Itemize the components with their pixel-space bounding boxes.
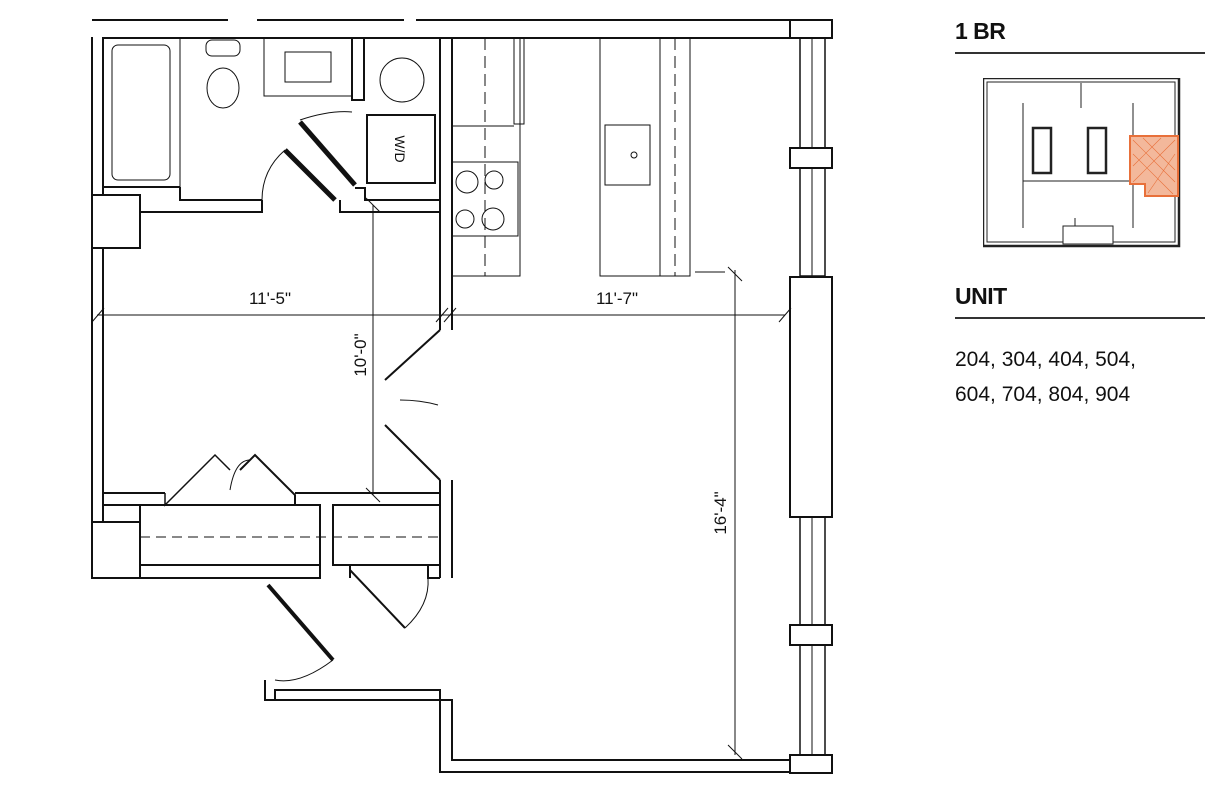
dim-bedroom-depth: 10'-0" [351,333,370,376]
unit-type-heading: 1 BR [955,18,1006,44]
divider [955,317,1205,319]
toilet [206,67,240,109]
dim-kitchen-width: 11'-7" [596,289,638,308]
laundry-closet: W/D [339,38,453,330]
bathtub [111,44,171,181]
unit-heading: UNIT [955,283,1007,309]
dimension-lines [91,197,792,760]
dim-living-width: 11'-5" [249,289,291,308]
dim-living-depth: 16'-4" [711,491,730,534]
window-wall [789,19,833,774]
entry [264,583,790,773]
bathroom [103,37,365,213]
island [599,37,691,277]
unit-numbers-line-2: 604, 704, 804, 904 [955,383,1131,406]
key-plan [983,78,1181,248]
kitchen [451,37,725,277]
unit-numbers-line-1: 204, 304, 404, 504, [955,348,1136,371]
unit-numbers: 204, 304, 404, 504, 604, 704, 804, 904 [955,342,1136,412]
floor-plan: W/D [91,19,833,774]
wd-label: W/D [392,135,408,162]
interior-walls [103,329,453,629]
sink-vanity [263,37,353,97]
range [451,161,519,237]
divider [955,52,1205,54]
highlighted-unit [1129,135,1179,197]
